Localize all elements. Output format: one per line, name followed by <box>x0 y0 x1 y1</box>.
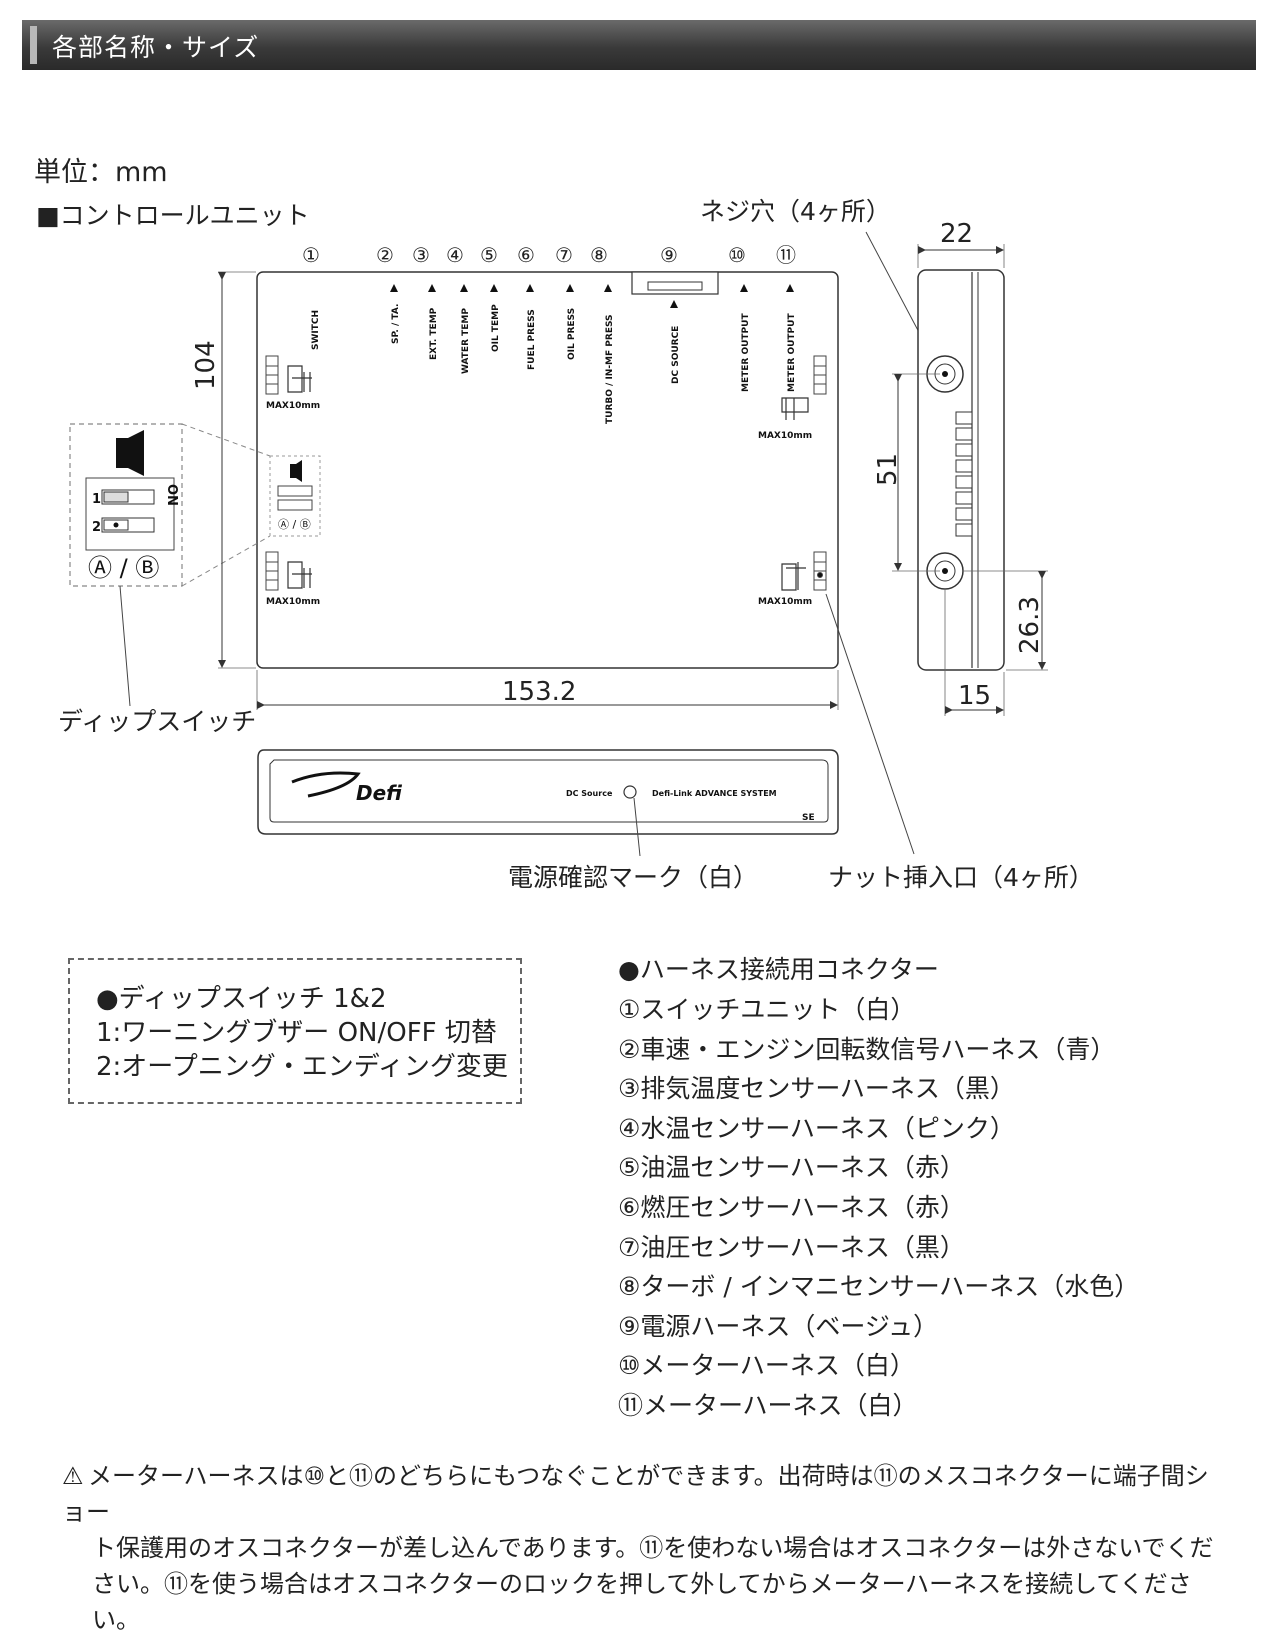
header-accent-bar <box>30 26 37 64</box>
dip-ab-label: Ⓐ / Ⓑ <box>88 554 159 582</box>
connector-number-3: ③ <box>412 243 430 267</box>
dip-row-2: 2 <box>92 520 101 535</box>
defi-logo: Defi <box>356 781 402 805</box>
power-mark-leader <box>633 797 641 857</box>
dim-hole-spacing-value: 51 <box>873 453 903 486</box>
control-unit-side-view <box>917 269 1005 671</box>
dim-side-offset: 15 <box>944 590 1005 716</box>
se-badge: SE <box>802 813 815 823</box>
list-item: ⑩メーターハーネス（白） <box>618 1351 915 1381</box>
control-unit-label: ■コントロールユニット <box>36 201 310 230</box>
max-label-2: MAX10mm <box>266 597 320 607</box>
control-unit-top-view <box>256 271 839 669</box>
dim-width: 153.2 <box>256 670 839 710</box>
power-indicator-icon <box>623 785 637 799</box>
power-mark-label: 電源確認マーク（白） <box>508 863 758 892</box>
screw-icons <box>287 365 809 591</box>
connector-number-9: ⑨ <box>660 243 678 267</box>
list-item: ④水温センサーハーネス（ピンク） <box>618 1113 1015 1143</box>
connector-label-9: DC SOURCE <box>671 326 681 384</box>
dim-depth: 22 <box>917 219 1005 268</box>
nut-slots <box>265 355 827 591</box>
connector-number-5: ⑤ <box>480 243 498 267</box>
nut-insert-leader <box>825 593 915 855</box>
dip-info-line-1: 1:ワーニングブザー ON/OFF 切替 <box>96 1018 497 1048</box>
dip-row-1: 1 <box>92 492 101 507</box>
note-text-1: メーターハーネスは⑩と⑪のどちらにもつなぐことができます。出荷時は⑪のメスコネク… <box>62 1462 1209 1526</box>
connector-number-4: ④ <box>446 243 464 267</box>
dip-switch-enlarged: 1 2 ON Ⓐ / Ⓑ <box>69 423 183 587</box>
max-label-3: MAX10mm <box>758 431 812 441</box>
dim-hole-offset-value: 26.3 <box>1015 596 1045 654</box>
connector-label-1: SWITCH <box>311 310 321 350</box>
dim-depth-value: 22 <box>940 219 973 249</box>
list-item: ⑥燃圧センサーハーネス（赤） <box>618 1192 965 1222</box>
list-item: ①スイッチユニット（白） <box>618 995 916 1024</box>
connector-number-6: ⑥ <box>517 243 535 267</box>
connector-label-6: FUEL PRESS <box>527 309 537 370</box>
connector-number-8: ⑧ <box>590 243 608 267</box>
dip-on-label: ON <box>164 484 179 506</box>
speaker-icon <box>128 430 144 476</box>
connector-label-11: METER OUTPUT <box>787 313 797 392</box>
connector-labels: SWITCH SP. / TA. EXT. TEMP WATER TEMP OI… <box>311 284 797 424</box>
dip-ab-small: Ⓐ / Ⓑ <box>278 518 311 531</box>
note-line-2: ト保護用のオスコネクターが差し込んであります。⑪を使わない場合はオスコネクターは… <box>92 1534 1214 1562</box>
connector-label-10: METER OUTPUT <box>741 313 751 392</box>
max-label-1: MAX10mm <box>266 401 320 411</box>
dip-callout-bottom <box>181 535 271 587</box>
control-unit-front-view: Defi DC Source Defi-Link ADVANCE SYSTEM … <box>257 749 839 835</box>
list-item: ③排気温度センサーハーネス（黒） <box>618 1074 1015 1104</box>
list-item: ⑪メーターハーネス（白） <box>618 1390 918 1420</box>
dip-info-title: ●ディップスイッチ 1&2 <box>96 984 387 1014</box>
screw-hole-label: ネジ穴（4ヶ所） <box>700 197 891 226</box>
dc-source-socket-inner <box>647 281 703 291</box>
harness-list-title: ●ハーネス接続用コネクター <box>618 955 939 984</box>
dip-switch-label: ディップスイッチ <box>58 707 256 736</box>
connector-number-1: ① <box>302 243 320 267</box>
note-line-3: さい。⑪を使う場合はオスコネクターのロックを押して外してからメーターハーネスを接… <box>92 1570 1192 1634</box>
caution-note: ⚠メーターハーネスは⑩と⑪のどちらにもつなぐことができます。出荷時は⑪のメスコネ… <box>62 1458 1222 1638</box>
connector-number-11: ⑪ <box>776 243 796 267</box>
dim-hole-spacing: 51 <box>873 373 940 572</box>
list-item: ⑨電源ハーネス（ベージュ） <box>618 1311 939 1341</box>
connector-label-8: TURBO / IN-MF PRESS <box>605 314 615 424</box>
list-item: ②車速・エンジン回転数信号ハーネス（青） <box>618 1034 1116 1064</box>
dim-height-value: 104 <box>191 340 221 390</box>
connector-numbers: ① ② ③ ④ ⑤ ⑥ ⑦ ⑧ ⑨ ⑩ ⑪ <box>302 243 796 267</box>
list-item: ⑦油圧センサーハーネス（黒） <box>618 1232 965 1262</box>
dc-source-text: DC Source <box>566 789 613 798</box>
dim-side-offset-value: 15 <box>958 681 991 711</box>
dip-switch-leader <box>119 585 131 707</box>
connector-label-7: OIL PRESS <box>567 308 577 360</box>
note-line-1: ⚠メーターハーネスは⑩と⑪のどちらにもつなぐことができます。出荷時は⑪のメスコネ… <box>62 1458 1222 1530</box>
dim-width-value: 153.2 <box>502 677 576 707</box>
connector-label-4: WATER TEMP <box>461 308 471 374</box>
dip-info-line-2: 2:オープニング・エンディング変更 <box>96 1052 508 1082</box>
connector-label-5: OIL TEMP <box>491 304 501 352</box>
dip-switch-info-box: ●ディップスイッチ 1&2 1:ワーニングブザー ON/OFF 切替 2:オープ… <box>68 958 522 1104</box>
list-item: ⑤油温センサーハーネス（赤） <box>618 1153 965 1183</box>
section-header: 各部名称・サイズ <box>22 20 1256 70</box>
section-title: 各部名称・サイズ <box>52 33 260 62</box>
harness-connector-list: ●ハーネス接続用コネクター ①スイッチユニット（白） ②車速・エンジン回転数信号… <box>618 950 1139 1426</box>
connector-label-2: SP. / TA. <box>391 304 401 344</box>
connector-label-3: EXT. TEMP <box>429 307 439 360</box>
connector-number-10: ⑩ <box>728 243 746 267</box>
list-item: ⑧ターボ / インマニセンサーハーネス（水色） <box>618 1272 1140 1302</box>
unit-label: 単位：mm <box>34 157 168 188</box>
system-name: Defi-Link ADVANCE SYSTEM <box>652 789 777 798</box>
connector-number-2: ② <box>376 243 394 267</box>
dim-hole-offset: 26.3 <box>964 570 1048 671</box>
warning-icon: ⚠ <box>62 1462 84 1490</box>
nut-insert-label: ナット挿入口（4ヶ所） <box>828 863 1094 892</box>
max-label-4: MAX10mm <box>758 597 812 607</box>
dim-height: 104 <box>191 271 256 669</box>
control-unit-diagram: ネジ穴（4ヶ所） ① ② ③ ④ ⑤ ⑥ ⑦ ⑧ ⑨ ⑩ ⑪ SWITCH SP… <box>58 197 1094 892</box>
dip-callout-top <box>181 423 271 457</box>
dip-switch-small: Ⓐ / Ⓑ <box>269 455 321 537</box>
defi-logo-swoosh <box>291 771 361 798</box>
connector-number-7: ⑦ <box>555 243 573 267</box>
